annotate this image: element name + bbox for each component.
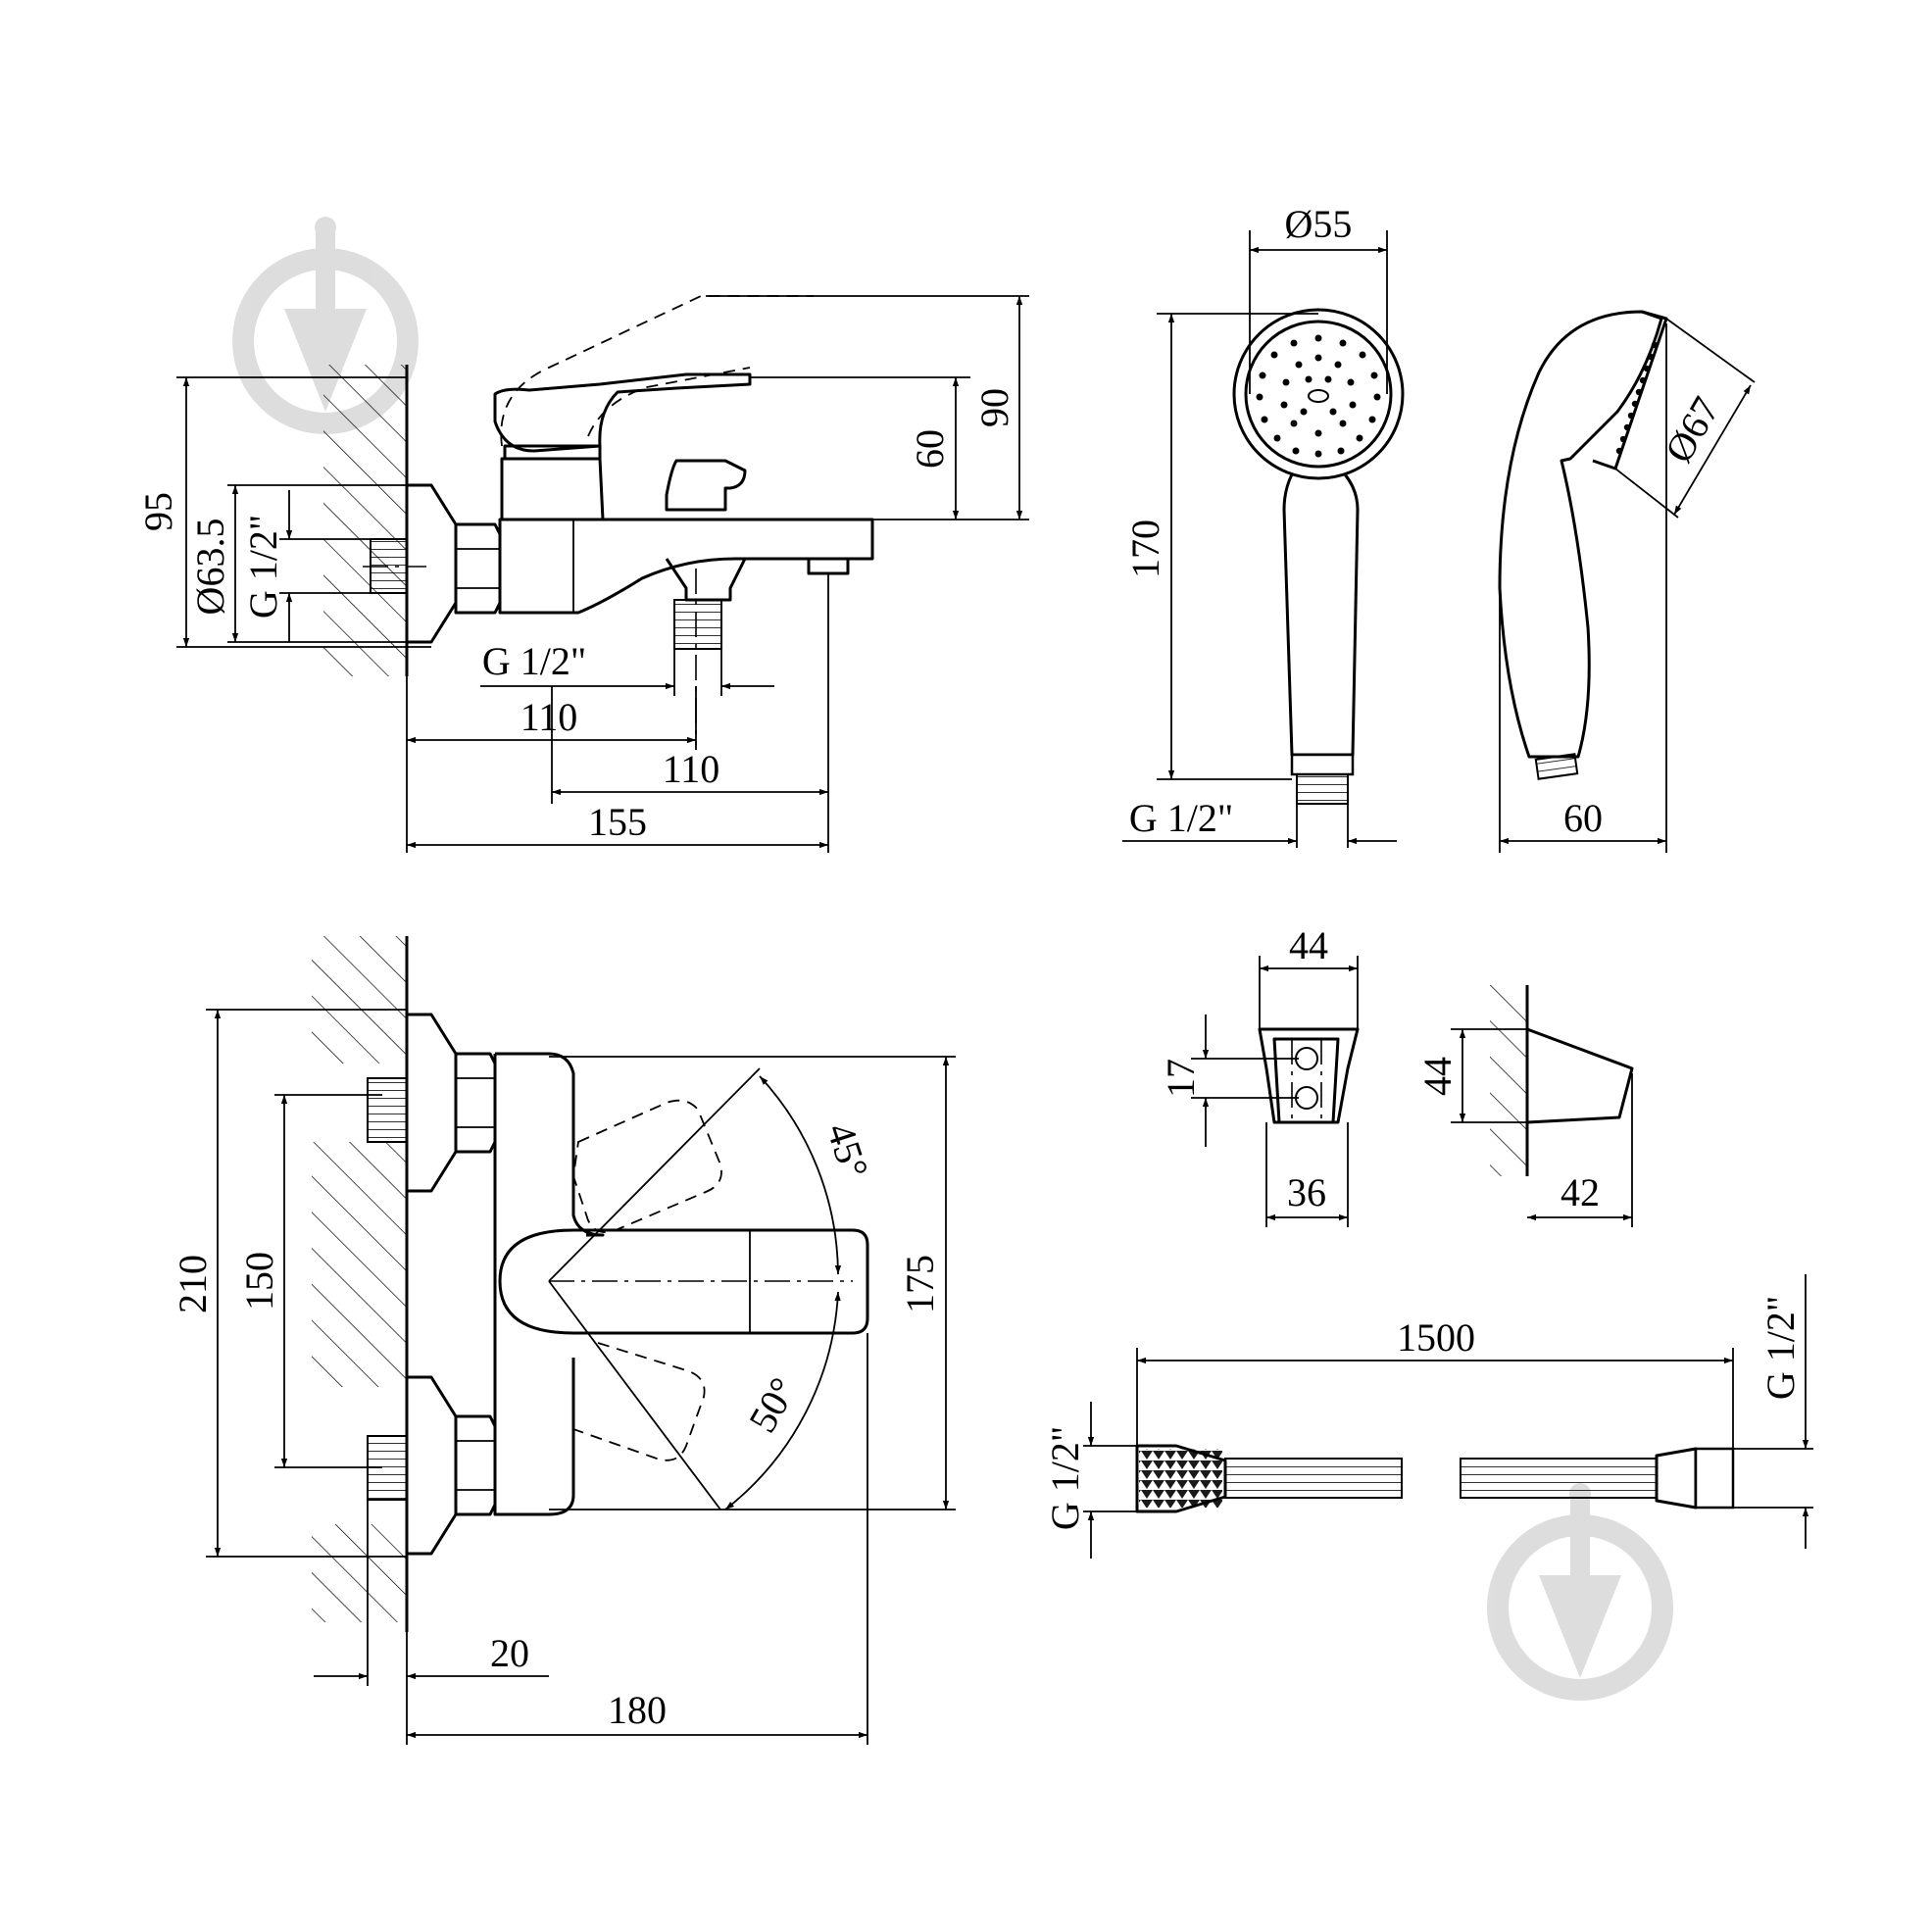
dim-175: 175 xyxy=(898,1255,942,1313)
dim-60-hand-shower: 60 xyxy=(1563,796,1603,840)
wall-holder-front-view: 44 17 36 xyxy=(1159,923,1360,1227)
side-nozzles xyxy=(1615,341,1659,455)
dim-210: 210 xyxy=(171,1255,215,1313)
dim-180: 180 xyxy=(608,1688,667,1732)
dim-110-a: 110 xyxy=(520,695,578,739)
dim-44-holder-width: 44 xyxy=(1289,923,1328,967)
mixer-side-view: 95 Ø63.5 G 1/2" 60 90 G 1/2" 110 xyxy=(136,295,1029,853)
dim-60: 60 xyxy=(908,429,952,469)
wall-holder-side-view: 44 42 xyxy=(1415,985,1634,1227)
mixer-top-view: 45° 50° 210 150 175 20 180 xyxy=(171,936,956,1745)
angle-45: 45° xyxy=(818,1117,877,1183)
dim-diameter-63-5: Ø63.5 xyxy=(188,519,232,616)
dim-thread-hose-left: G 1/2" xyxy=(1043,1426,1087,1530)
spray-nozzles xyxy=(1256,334,1381,458)
dim-95: 95 xyxy=(136,492,180,531)
dim-155: 155 xyxy=(588,800,647,844)
drop-logo-icon xyxy=(1487,1483,1673,1701)
dim-thread-hand-shower: G 1/2" xyxy=(1129,796,1233,840)
dim-17: 17 xyxy=(1159,1059,1203,1098)
dim-170: 170 xyxy=(1123,520,1167,578)
hand-shower-front-view: Ø55 170 G 1/2" xyxy=(1122,202,1405,848)
shower-hose: 1500 G 1/2" G 1/2" xyxy=(1043,1274,1813,1559)
dim-thread-left: G 1/2" xyxy=(241,515,285,619)
dim-36: 36 xyxy=(1287,1170,1326,1214)
dim-90: 90 xyxy=(972,388,1016,427)
dim-44-holder-height: 44 xyxy=(1415,1057,1460,1096)
dim-42: 42 xyxy=(1560,1170,1600,1214)
dim-thread-bottom: G 1/2" xyxy=(482,639,586,683)
dim-1500: 1500 xyxy=(1397,1315,1475,1360)
dim-thread-hose-right: G 1/2" xyxy=(1759,1296,1803,1400)
dim-150: 150 xyxy=(237,1252,281,1311)
dim-20: 20 xyxy=(490,1631,529,1675)
dim-110-b: 110 xyxy=(663,747,720,791)
dim-diameter-55: Ø55 xyxy=(1285,202,1353,246)
hand-shower-side-view: Ø67 60 xyxy=(1498,310,1756,853)
